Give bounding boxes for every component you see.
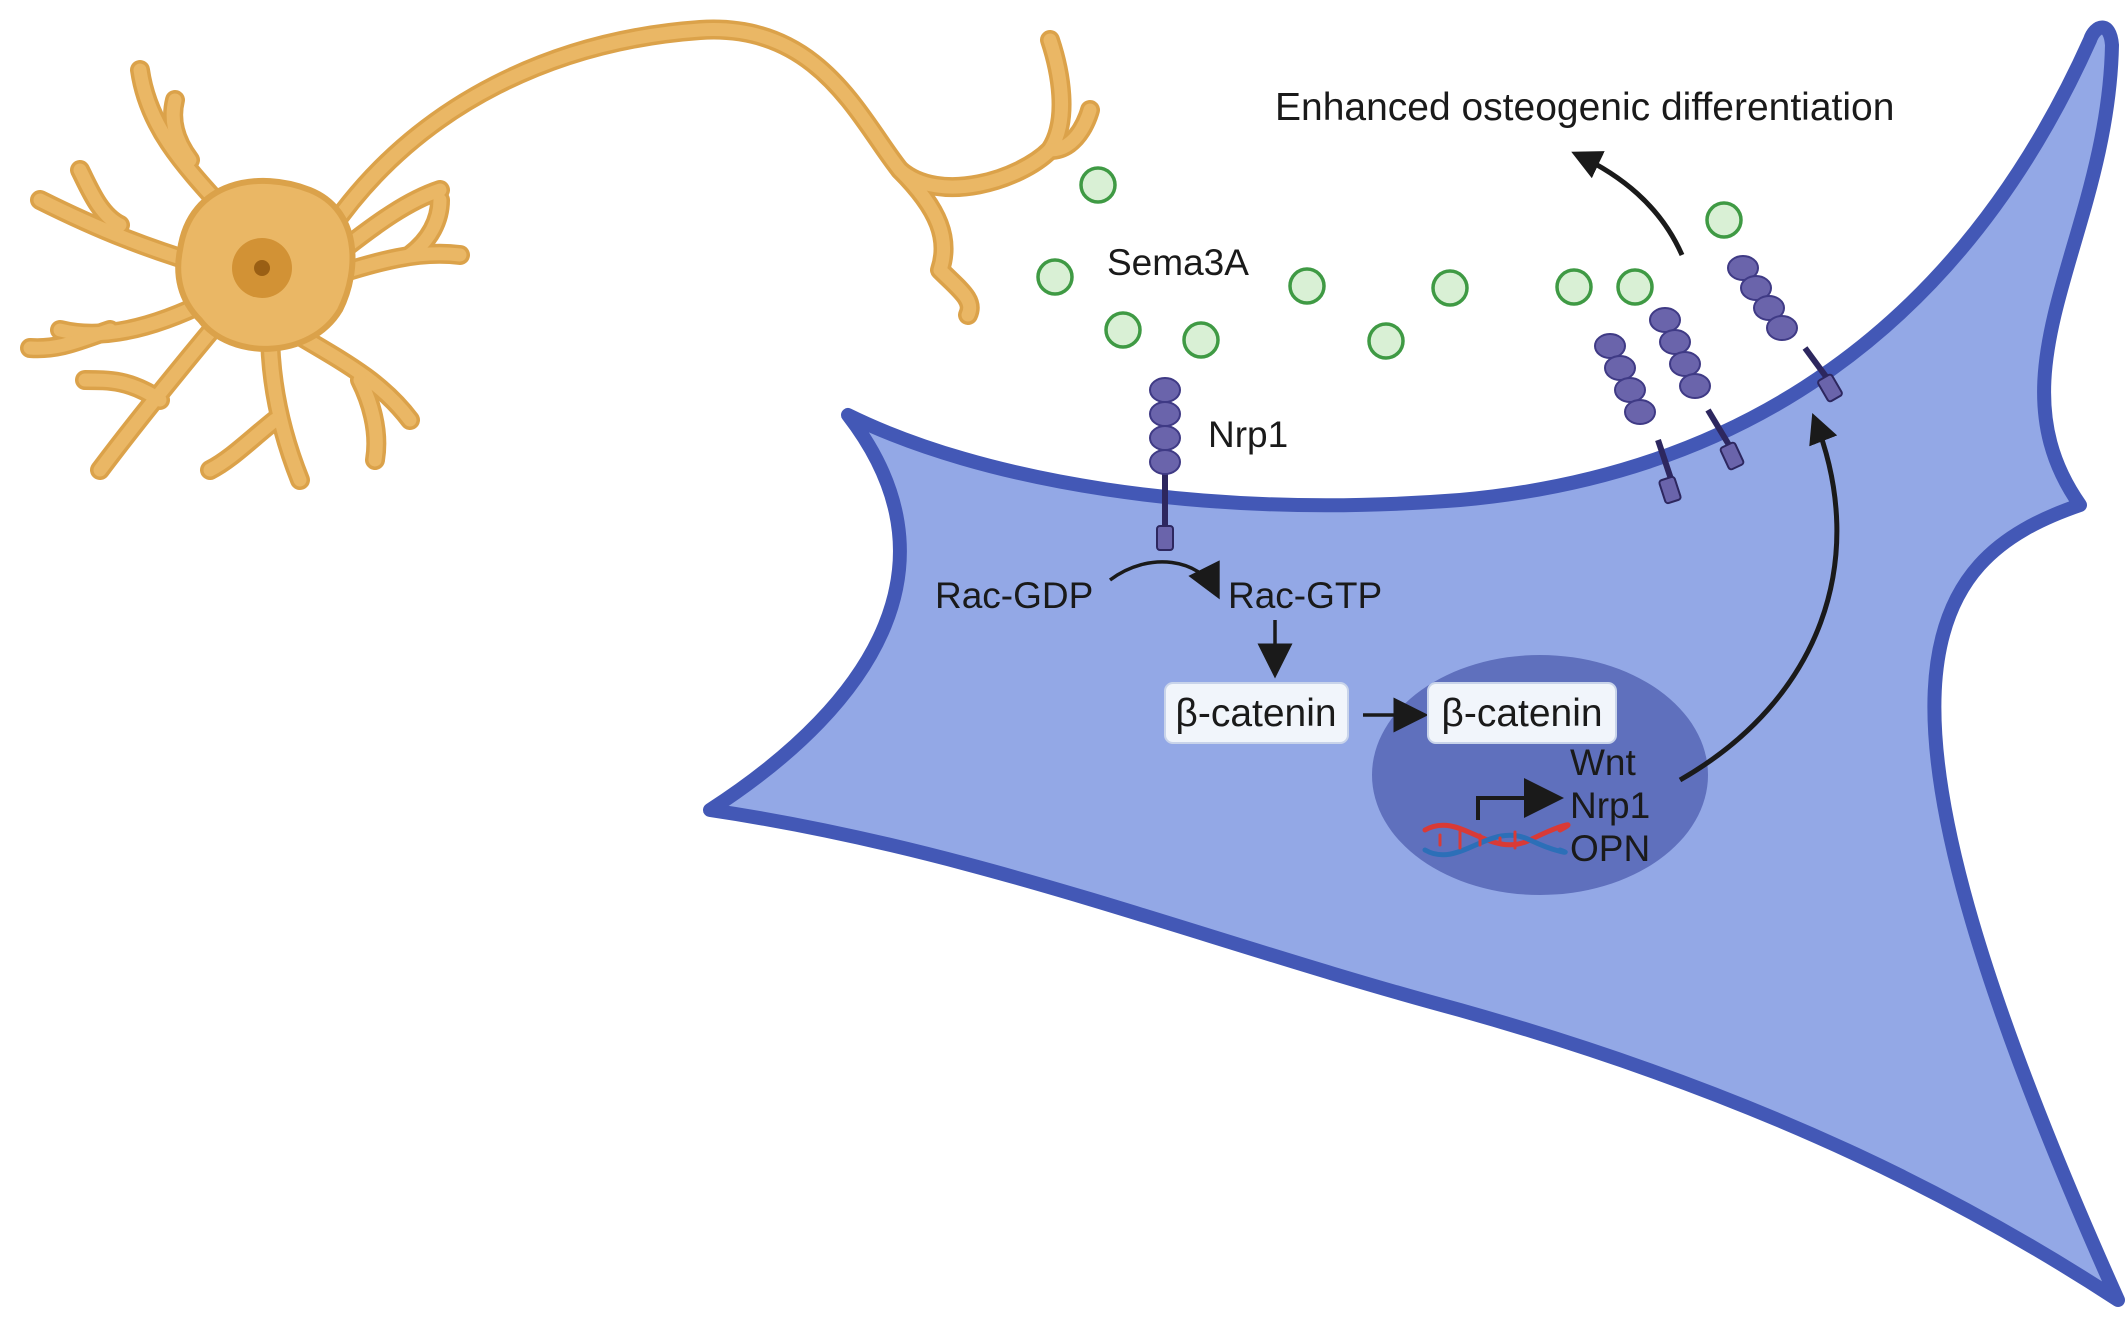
target-cell bbox=[703, 20, 2125, 1307]
rac-gtp-label: Rac-GTP bbox=[1228, 575, 1382, 616]
sema3a-molecule-icon bbox=[1079, 166, 1117, 204]
sema3a-molecule-icon bbox=[1705, 201, 1743, 239]
nrp1-receptor-icon bbox=[1149, 377, 1181, 551]
nrp1-receptor-icon bbox=[1727, 255, 1843, 403]
sema3a-molecule-icon bbox=[1288, 267, 1326, 305]
nrp1-receptor-icon bbox=[1649, 307, 1745, 471]
gene-label-wnt: Wnt bbox=[1570, 742, 1637, 783]
differentiation-arrow bbox=[1571, 151, 1685, 257]
gene-label-nrp1: Nrp1 bbox=[1570, 785, 1650, 826]
neuron-icon bbox=[20, 19, 1100, 490]
transcription-arrow bbox=[1476, 778, 1564, 820]
rac-gdp-label: Rac-GDP bbox=[935, 575, 1093, 616]
sema3a-molecule-icon bbox=[1431, 269, 1469, 307]
sema3a-molecule-icon bbox=[1367, 322, 1405, 360]
beta-catenin-nucleus-box: β-catenin bbox=[1427, 682, 1617, 744]
nrp1-receptor-icon bbox=[1594, 333, 1682, 505]
sema3a-molecule-icon bbox=[1616, 268, 1654, 306]
sema3a-molecules bbox=[1036, 166, 1743, 360]
sema3a-molecule-icon bbox=[1036, 258, 1074, 296]
gene-label-opn: OPN bbox=[1570, 828, 1650, 869]
dna-icon bbox=[1422, 822, 1571, 858]
rac-activation-arrow bbox=[1108, 560, 1220, 600]
receptor-upregulation-arrow bbox=[1678, 413, 1840, 783]
sema3a-molecule-icon bbox=[1182, 321, 1220, 359]
beta-catenin-nucleus-label: β-catenin bbox=[1441, 692, 1602, 735]
beta-catenin-cytoplasm-box: β-catenin bbox=[1164, 682, 1349, 744]
outcome-label: Enhanced osteogenic differentiation bbox=[1275, 86, 1894, 129]
sema3a-molecule-icon bbox=[1104, 311, 1142, 349]
beta-catenin-cytoplasm-label: β-catenin bbox=[1175, 692, 1336, 735]
sema3a-molecule-icon bbox=[1555, 268, 1593, 306]
sema3a-label: Sema3A bbox=[1107, 242, 1249, 283]
nrp1-label: Nrp1 bbox=[1208, 414, 1288, 455]
